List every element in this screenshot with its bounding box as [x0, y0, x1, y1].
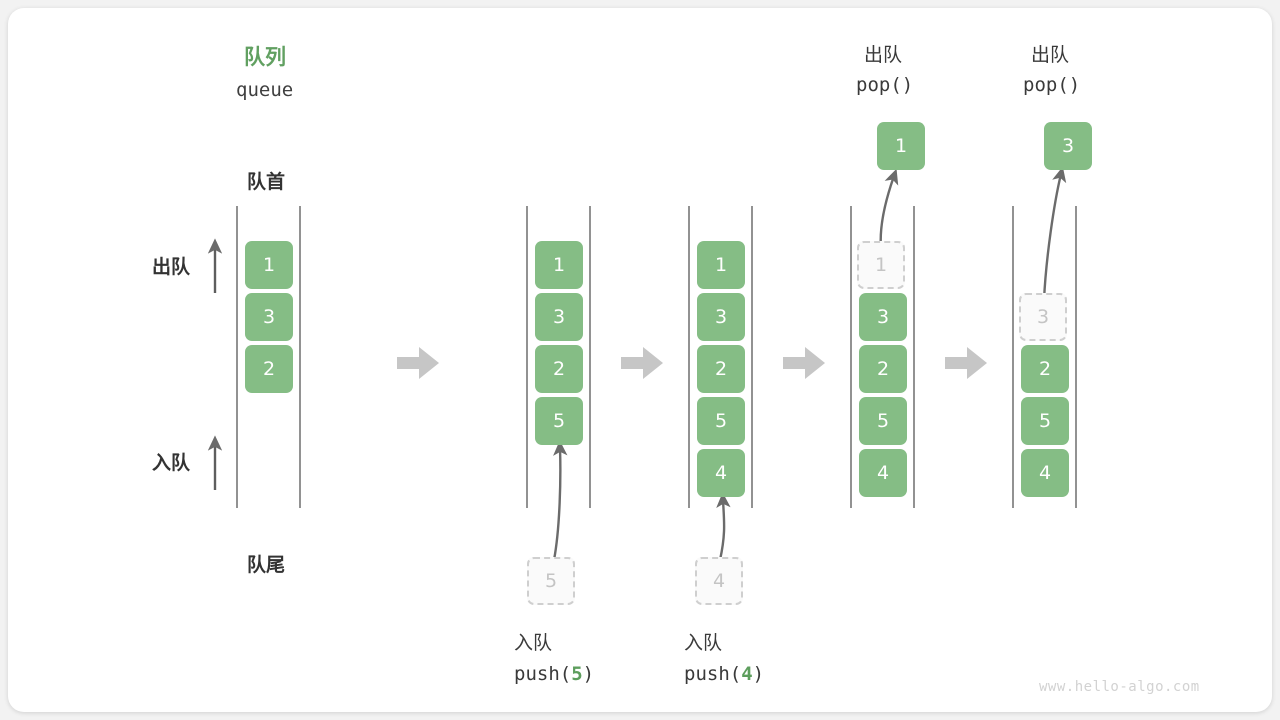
pop3-caption-cn: 出队	[1031, 44, 1070, 66]
queue-cell: 1	[245, 241, 293, 289]
queue-cell: 2	[1021, 345, 1069, 393]
queue-cell: 4	[859, 449, 907, 497]
incoming-ghost-cell: 4	[695, 557, 743, 605]
popped-cell: 3	[1044, 122, 1092, 170]
outgoing-ghost-cell: 3	[1019, 293, 1067, 341]
push5-caption-cn: 入队	[514, 632, 553, 654]
queue-cell: 2	[859, 345, 907, 393]
page-subtitle: queue	[236, 79, 294, 101]
queue-cell: 3	[697, 293, 745, 341]
queue-cell-new: 4	[697, 449, 745, 497]
diagram-overlay	[207, 166, 1077, 561]
queue-cell: 1	[697, 241, 745, 289]
watermark: www.hello-algo.com	[1039, 679, 1200, 695]
queue-tail-label: 队尾	[247, 554, 286, 576]
step-arrow	[397, 347, 439, 379]
queue-cell: 5	[697, 397, 745, 445]
dequeue-side-label: 出队	[152, 256, 191, 278]
queue-cell: 2	[535, 345, 583, 393]
push4-code-pre: push(	[684, 663, 742, 685]
pop1-caption-cn: 出队	[864, 44, 903, 66]
queue-cell: 5	[1021, 397, 1069, 445]
push4-code-arg: 4	[741, 663, 753, 685]
queue-cell: 4	[1021, 449, 1069, 497]
queue-cell: 1	[535, 241, 583, 289]
queue-cell: 3	[859, 293, 907, 341]
pop3-caption-code: pop()	[1023, 74, 1081, 96]
push4-caption-code: push(4)	[684, 663, 764, 685]
push5-code-pre: push(	[514, 663, 572, 685]
page-title: 队列	[244, 45, 286, 69]
diagram-stage: 队列 queue 队首 队尾 出队 入队 1 3 2 1 3 2 5 5 1 3…	[8, 8, 1272, 712]
push5-caption-code: push(5)	[514, 663, 594, 685]
queue-cell: 5	[859, 397, 907, 445]
queue-cell: 3	[535, 293, 583, 341]
figure-card: 队列 queue 队首 队尾 出队 入队 1 3 2 1 3 2 5 5 1 3…	[8, 8, 1272, 712]
push5-code-arg: 5	[571, 663, 583, 685]
push4-code-post: )	[752, 663, 765, 685]
queue-head-label: 队首	[247, 171, 286, 193]
pop1-caption-code: pop()	[856, 74, 914, 96]
queue-cell: 3	[245, 293, 293, 341]
queue-cell-new: 5	[535, 397, 583, 445]
incoming-ghost-cell: 5	[527, 557, 575, 605]
enqueue-side-label: 入队	[152, 452, 191, 474]
push5-code-post: )	[582, 663, 595, 685]
outgoing-ghost-cell: 1	[857, 241, 905, 289]
push4-caption-cn: 入队	[684, 632, 723, 654]
queue-cell: 2	[245, 345, 293, 393]
popped-cell: 1	[877, 122, 925, 170]
queue-cell: 2	[697, 345, 745, 393]
